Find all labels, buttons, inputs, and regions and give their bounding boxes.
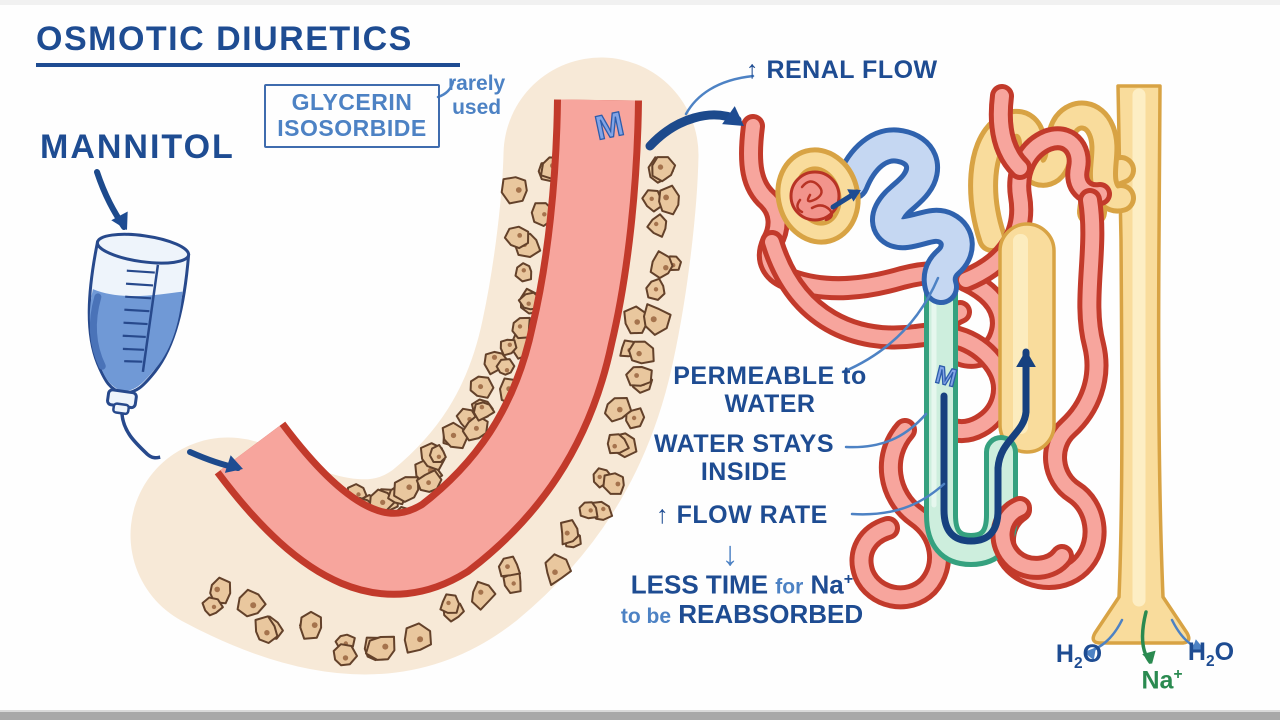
iv-bag-liquid [89, 289, 183, 392]
h2o-right-label: H2O [1187, 638, 1235, 670]
isosorbide-label: ISOSORBIDE [277, 115, 427, 141]
blood-vessel: M [214, 99, 642, 598]
flow-rate-label: ↑ FLOW RATE [656, 501, 828, 529]
glycerin-label: GLYCERIN [291, 89, 413, 116]
iv-tube [120, 413, 161, 460]
arrowhead [722, 106, 744, 126]
down-arrow-icon: ↓ [721, 535, 739, 573]
arrowhead [1142, 650, 1156, 664]
flow-rate-pointer-line [850, 482, 946, 516]
flow-up-arrow [940, 348, 1030, 545]
ascending-limb [998, 222, 1056, 454]
iv-bag-rim [95, 232, 191, 265]
top-letterbox [0, 0, 1280, 5]
water-stays-pointer-line [844, 412, 928, 449]
arrowhead [111, 211, 128, 230]
mannitol-label: MANNITOL [40, 128, 235, 166]
arrowhead [1084, 647, 1096, 661]
arrowhead [224, 455, 243, 473]
page-title: OSMOTIC DIURETICS [36, 20, 460, 68]
arrowhead [1016, 350, 1036, 367]
up-arrow-icon: ↑ [746, 56, 759, 84]
sodium-label: Na+ [1141, 666, 1183, 695]
iv-bag [87, 232, 191, 460]
renal-flow-label: ↑ RENAL FLOW [746, 56, 938, 84]
proximal-tubule [834, 127, 975, 305]
water-stays-inside-label: WATER STAYS INSIDE [653, 430, 835, 486]
up-arrow-icon: ↑ [656, 501, 670, 529]
h2o-left-label: H2O [1055, 640, 1103, 672]
permeable-to-water-label: PERMEABLE to WATER [673, 362, 867, 418]
renal-flow-pointer-line [684, 74, 755, 116]
arrowhead [847, 189, 861, 202]
rarely-used-note: rarely used [448, 72, 506, 120]
less-time-label: LESS TIME for Na+ to be REABSORBED [620, 569, 864, 629]
glycerin-isosorbide-box: GLYCERIN ISOSORBIDE [264, 84, 440, 148]
glomerulus [775, 147, 861, 245]
permeable-pointer-line [841, 276, 940, 374]
bottom-bar [0, 710, 1280, 720]
arrowhead [1191, 639, 1204, 652]
